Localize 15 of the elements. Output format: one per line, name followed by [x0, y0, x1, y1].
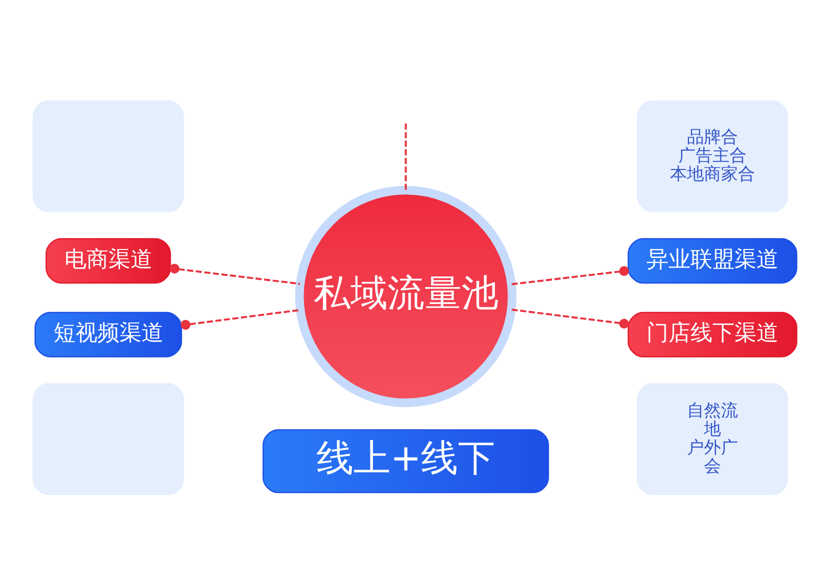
- node-box: [32, 100, 184, 212]
- connector: [180, 308, 300, 330]
- node-box: 门店线下渠道: [628, 311, 798, 357]
- node-box: 品牌合 广告主合 本地商家合: [636, 100, 788, 212]
- node-circle: 私域流量池: [295, 185, 516, 407]
- node-box: 自然流 地 户外广 会: [636, 382, 788, 495]
- node-box: 异业联盟渠道: [628, 238, 798, 284]
- node-box: 电商渠道: [46, 238, 171, 284]
- node-box: [32, 382, 184, 495]
- connector: [512, 308, 629, 328]
- node-box: 短视频渠道: [34, 311, 182, 357]
- node-box: 线上+线下: [262, 428, 549, 493]
- connector: [404, 122, 407, 190]
- connector: [512, 266, 629, 285]
- connector: [170, 263, 300, 284]
